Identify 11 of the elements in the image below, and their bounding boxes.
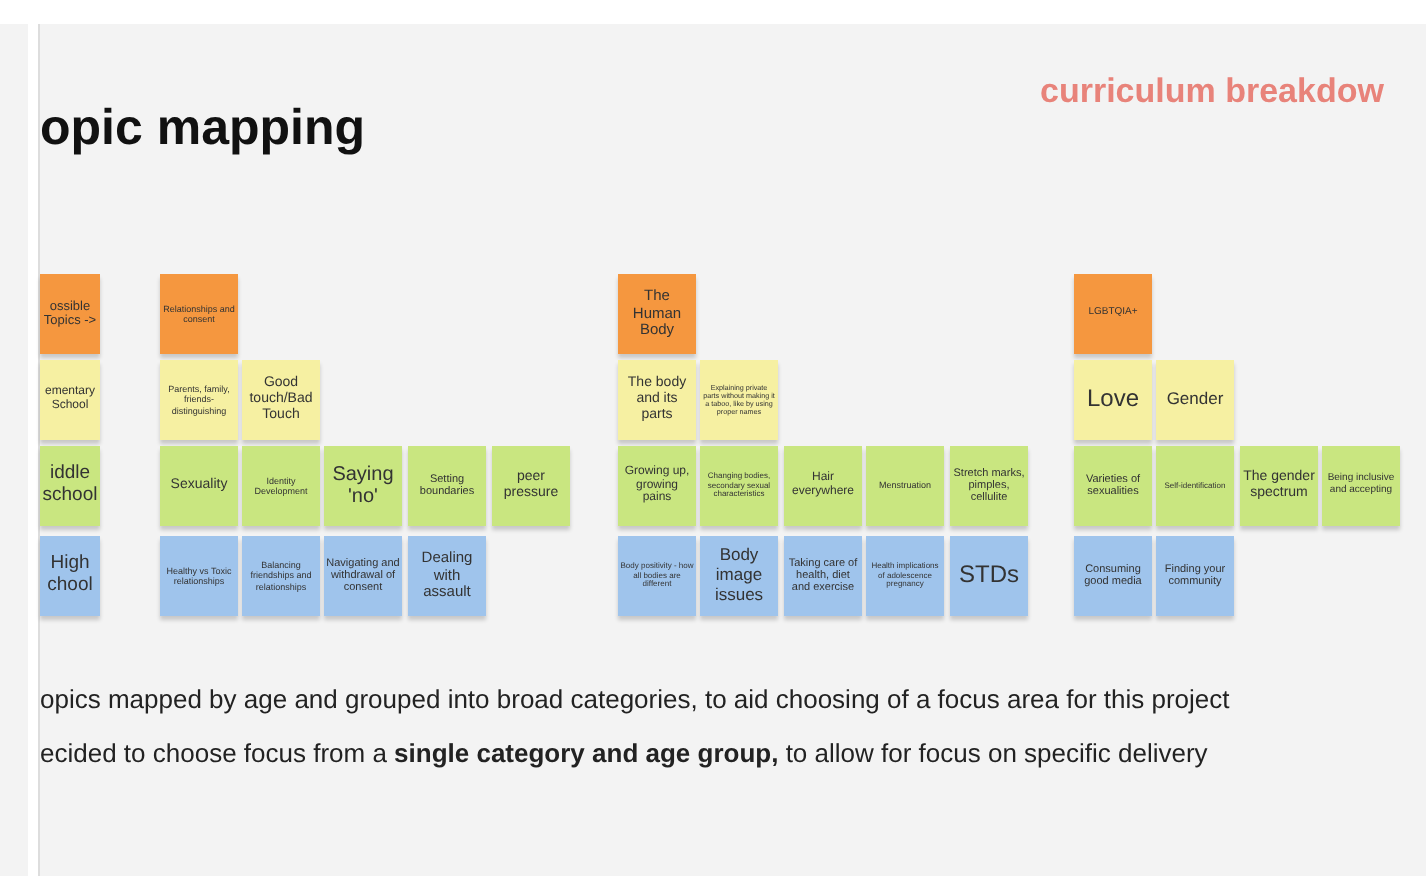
row-header-note: High chool xyxy=(40,536,100,616)
sticky-note: Gender xyxy=(1156,360,1234,440)
slide-title: opic mapping xyxy=(40,100,365,158)
sticky-note: Love xyxy=(1074,360,1152,440)
section-heading: curriculum breakdow xyxy=(1040,72,1384,112)
description-text: ecided to choose focus from a single category and age group, to allow for focus on specific delivery xyxy=(40,738,1208,768)
sticky-note: STDs xyxy=(950,536,1028,616)
sticky-note: Saying 'no' xyxy=(324,446,402,526)
sticky-note: Body image issues xyxy=(700,536,778,616)
description-text: opics mapped by age and grouped into broad categories, to aid choosing of a focus area for this project xyxy=(40,684,1230,714)
row-header-note: iddle school xyxy=(40,446,100,526)
